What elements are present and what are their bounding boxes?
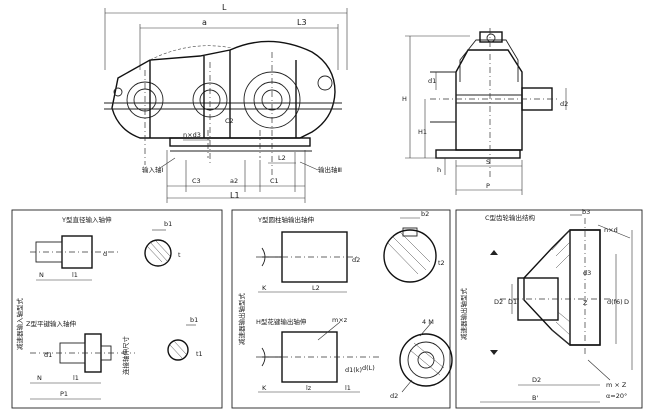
dim-P: P bbox=[486, 182, 490, 190]
gear-dim-B: B' bbox=[532, 394, 538, 402]
z-vert-text: 连接轴伸尺寸 bbox=[121, 336, 130, 376]
vertical-label-input: 减速器输入轴型式 bbox=[15, 298, 24, 351]
gear-dim-D1: D1 bbox=[508, 298, 517, 306]
dim-C3: C3 bbox=[192, 177, 201, 185]
y-dim-b1: b1 bbox=[164, 220, 172, 228]
gear-dim-d3: d3 bbox=[583, 269, 591, 277]
y-output-dim-K: K bbox=[262, 284, 267, 292]
z-dim-d1: d1 bbox=[44, 351, 52, 359]
input-shaft-forms: 减速器输入轴型式 Y型直径输入轴伸 d N l1 b1 t Z型平键输入轴伸 d… bbox=[11, 209, 223, 409]
y-output-dim-t2: t2 bbox=[438, 259, 445, 267]
gear-dim-d-f6: d(f6) bbox=[607, 298, 623, 306]
dim-a2: a2 bbox=[230, 177, 238, 185]
main-view: L a L3 bbox=[104, 3, 348, 203]
gear-dim-b3: b3 bbox=[582, 208, 590, 216]
dim-H: H bbox=[402, 95, 407, 103]
dim-d1: d1 bbox=[428, 77, 436, 85]
dim-S: S bbox=[486, 158, 490, 166]
z-dim-l1: l1 bbox=[73, 374, 79, 382]
h-output-dim-M: 4 M bbox=[422, 318, 434, 326]
label-input-shaft: 输入轴Ⅰ bbox=[142, 165, 164, 174]
dim-L3: L3 bbox=[297, 18, 307, 27]
z-dim-P1: P1 bbox=[60, 390, 68, 398]
h-output-dim-l1: l1 bbox=[345, 384, 351, 392]
h-output-dim-lz: lz bbox=[306, 384, 312, 392]
gear-dim-n-d: n×d bbox=[604, 226, 618, 234]
y-dim-l1: l1 bbox=[72, 271, 78, 279]
output-shaft-forms: 减速器输出轴型式 Y型圆柱轴输出轴伸 d2 K L2 b2 t2 H型花键输出轴… bbox=[231, 209, 453, 409]
y-output-dim-L2: L2 bbox=[312, 284, 320, 292]
side-view: H H1 d1 d2 h S P bbox=[402, 28, 568, 195]
dim-a: a bbox=[202, 18, 207, 27]
label-output-shaft: 输出轴Ⅲ bbox=[318, 165, 342, 174]
y-output-dim-b2: b2 bbox=[421, 210, 429, 218]
dim-C2: C2 bbox=[225, 117, 234, 125]
h-output-dim-d2: d2 bbox=[390, 392, 398, 400]
y-output-title: Y型圆柱轴输出轴伸 bbox=[257, 215, 314, 224]
y-dim-N: N bbox=[39, 271, 44, 279]
h-output-dim-mz: m×z bbox=[332, 316, 348, 324]
gear-output-title: C型齿轮输出结构 bbox=[485, 213, 536, 222]
gear-dim-D2-bottom: D2 bbox=[532, 376, 541, 384]
y-dim-d: d bbox=[103, 250, 107, 258]
h-output-dim-K: K bbox=[262, 384, 267, 392]
dim-L1: L1 bbox=[230, 191, 240, 200]
y-type-title: Y型直径输入轴伸 bbox=[61, 215, 112, 224]
gear-callout-angle: α=20° bbox=[606, 392, 627, 400]
dim-L2: L2 bbox=[278, 154, 286, 162]
vertical-label-output: 减速器输出轴型式 bbox=[237, 293, 246, 346]
gear-dim-D: D bbox=[624, 298, 629, 306]
dim-C1: C1 bbox=[270, 177, 279, 185]
dim-L: L bbox=[222, 3, 227, 12]
y-dim-t: t bbox=[178, 251, 181, 259]
z-dim-N: N bbox=[37, 374, 42, 382]
h-output-dim-d-lk: d1(k) bbox=[345, 366, 362, 374]
gear-output: 减速器输出轴型式 C型齿轮输出结构 b3 n×d D d(f6) D2 D1 d… bbox=[455, 208, 643, 409]
z-dim-b1: b1 bbox=[190, 316, 198, 324]
gear-callout-mz: m × Z bbox=[606, 381, 627, 389]
gear-dim-D2: D2 bbox=[494, 298, 503, 306]
dim-n-d3: n×d3 bbox=[183, 131, 201, 139]
vertical-label-gear: 减速器输出轴型式 bbox=[459, 288, 468, 341]
h-output-title: H型花键输出轴伸 bbox=[256, 317, 307, 326]
z-dim-t1: t1 bbox=[196, 350, 203, 358]
h-output-dim-d-L: d(L) bbox=[362, 364, 375, 372]
dim-d2: d2 bbox=[560, 100, 568, 108]
dim-H1: H1 bbox=[418, 128, 427, 136]
gear-dim-z: Z bbox=[583, 299, 588, 307]
y-output-dim-d2: d2 bbox=[352, 256, 360, 264]
dim-h: h bbox=[437, 166, 441, 174]
z-type-title: Z型平键输入轴伸 bbox=[26, 319, 76, 328]
